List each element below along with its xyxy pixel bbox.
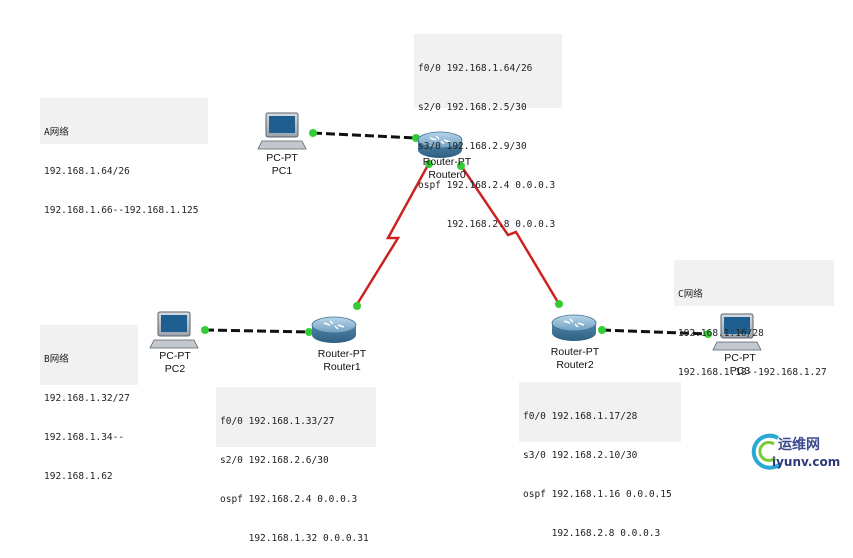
- pc3-model: PC-PT: [724, 352, 756, 364]
- router0-config-note: f0/0 192.168.1.64/26 s2/0 192.168.2.5/30…: [414, 34, 562, 230]
- pc1-label: PC-PT PC1: [237, 152, 327, 178]
- router2-config-note: f0/0 192.168.1.17/28 s3/0 192.168.2.10/3…: [519, 382, 681, 539]
- note-line: f0/0 192.168.1.17/28: [523, 411, 638, 422]
- pc2-model: PC-PT: [159, 350, 191, 362]
- note-line: 192.168.1.16/28: [678, 328, 764, 339]
- watermark: 运维网 iyunv.com: [748, 428, 853, 477]
- note-line: s3/0 192.168.2.9/30: [418, 141, 527, 152]
- router0-name: Router0: [428, 169, 466, 181]
- note-line: ospf 192.168.2.4 0.0.0.3: [418, 180, 556, 191]
- port-dot-pc1: [309, 129, 317, 137]
- note-line: ospf 192.168.2.4 0.0.0.3: [220, 494, 358, 505]
- router1-label: Router-PT Router1: [297, 348, 387, 374]
- router2-name: Router2: [556, 359, 594, 371]
- note-line: f0/0 192.168.1.33/27: [220, 416, 335, 427]
- link-pc2-router1[interactable]: [204, 328, 310, 334]
- pc2-icon[interactable]: [149, 311, 199, 349]
- router0-label: Router-PT Router0: [402, 156, 492, 182]
- pc1-name: PC1: [271, 165, 293, 177]
- note-line: f0/0 192.168.1.64/26: [418, 63, 533, 74]
- network-c-note: C网络 192.168.1.16/28 192.168.1.18--192.16…: [674, 260, 834, 378]
- note-line: 192.168.1.32/27: [44, 393, 130, 404]
- network-topology: [149, 112, 762, 351]
- router2-icon[interactable]: [551, 314, 597, 341]
- note-line: s3/0 192.168.2.10/30: [523, 450, 638, 461]
- note-line: 192.168.1.18--192.168.1.27: [678, 367, 827, 378]
- note-line: B网络: [44, 354, 69, 365]
- note-line: A网络: [44, 127, 69, 138]
- note-line: C网络: [678, 289, 703, 300]
- pc3-name: PC3: [729, 365, 751, 377]
- router0-icon[interactable]: [417, 131, 463, 158]
- port-dot-router0-s3: [457, 162, 465, 170]
- port-dot-pc2: [201, 326, 209, 334]
- router1-name: Router1: [323, 361, 361, 373]
- router2-model: Router-PT: [550, 346, 600, 358]
- router2-label: Router-PT Router2: [530, 346, 620, 372]
- note-line: 192.168.1.66--192.168.1.125: [44, 205, 199, 216]
- network-a-note: A网络 192.168.1.64/26 192.168.1.66--192.16…: [40, 98, 208, 216]
- pc1-model: PC-PT: [266, 152, 298, 164]
- note-line: ospf 192.168.1.16 0.0.0.15: [523, 489, 672, 500]
- pc3-icon[interactable]: [712, 313, 762, 351]
- note-line: 192.168.2.8 0.0.0.3: [418, 219, 556, 230]
- port-dot-router1-s2: [353, 302, 361, 310]
- port-dot-router2-s3: [555, 300, 563, 308]
- network-b-note: B网络 192.168.1.32/27 192.168.1.34-- 192.1…: [40, 325, 138, 482]
- port-dot-router1-f0: [305, 328, 313, 336]
- router0-model: Router-PT: [422, 156, 472, 168]
- link-pc1-router0[interactable]: [312, 131, 417, 140]
- note-line: 192.168.2.8 0.0.0.3: [523, 528, 661, 539]
- note-line: s2/0 192.168.2.5/30: [418, 102, 527, 113]
- link-router0-router1[interactable]: [354, 164, 430, 307]
- pc2-label: PC-PT PC2: [130, 350, 220, 376]
- link-router2-pc3[interactable]: [601, 328, 709, 336]
- router1-config-note: f0/0 192.168.1.33/27 s2/0 192.168.2.6/30…: [216, 387, 376, 544]
- watermark-logo-icon: [751, 433, 782, 470]
- note-line: 192.168.1.64/26: [44, 166, 130, 177]
- link-router0-router2[interactable]: [460, 166, 561, 305]
- port-dot-router0-s2: [425, 160, 433, 168]
- pc1-icon[interactable]: [257, 112, 307, 150]
- note-line: s2/0 192.168.2.6/30: [220, 455, 329, 466]
- watermark-brand: 运维网: [778, 437, 820, 453]
- note-line: 192.168.1.32 0.0.0.31: [220, 533, 369, 544]
- router1-model: Router-PT: [317, 348, 367, 360]
- watermark-site: iyunv.com: [772, 455, 841, 469]
- router1-icon[interactable]: [311, 316, 357, 343]
- pc3-label: PC-PT PC3: [695, 352, 785, 378]
- note-line: 192.168.1.34--: [44, 432, 125, 443]
- pc2-name: PC2: [164, 363, 186, 375]
- port-dot-router2-f0: [598, 326, 606, 334]
- port-dot-pc3: [704, 330, 712, 338]
